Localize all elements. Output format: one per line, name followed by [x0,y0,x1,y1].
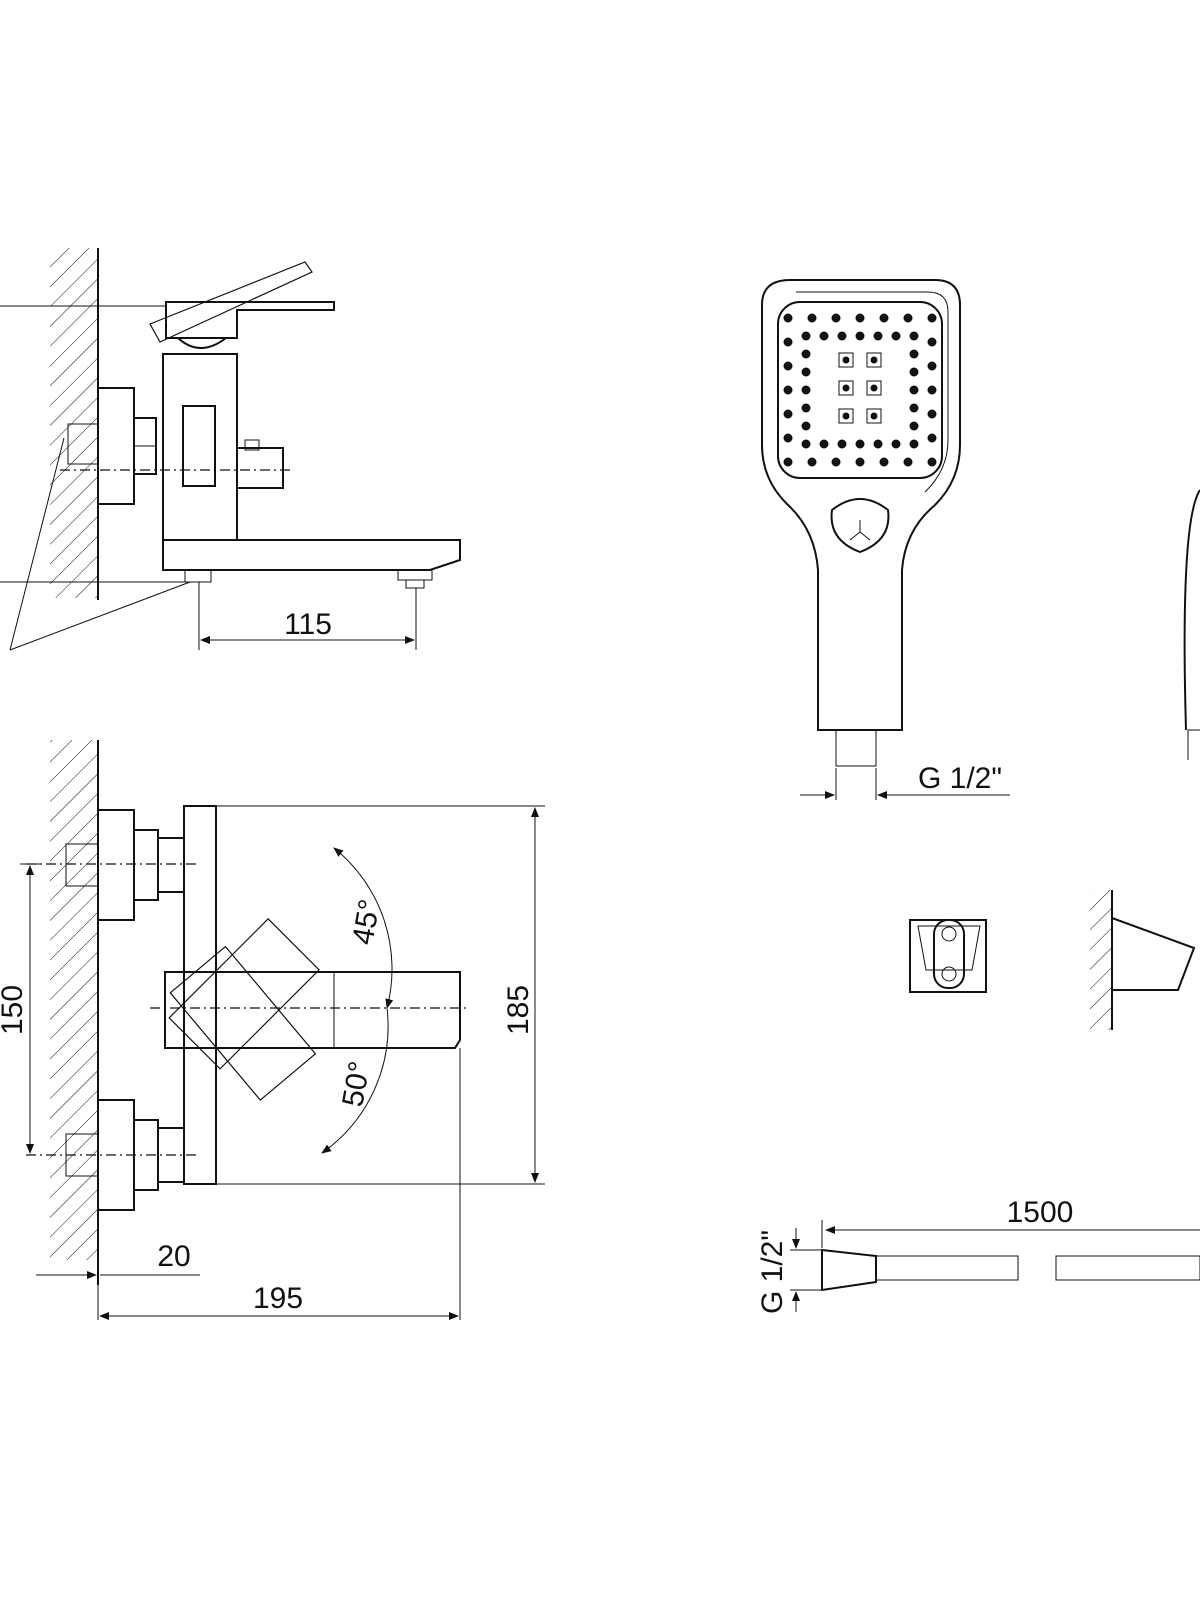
nozzle-dot [837,439,847,449]
nozzle-dot [819,331,829,341]
nozzle-dot [879,313,889,323]
nozzle-dot [927,457,937,467]
nozzle-dot [807,313,817,323]
nozzle-dot [783,457,793,467]
nozzle-dot [783,361,793,371]
nozzle-dot [819,439,829,449]
nozzle-dot [801,403,811,413]
nozzle-dot [801,367,811,377]
hand-shower: G 1/2" [761,279,1200,800]
nozzle-dot [783,385,793,395]
nozzle-square [866,408,882,424]
nozzle-square [838,408,854,424]
mixer-top-view: 45° 50° 150 185 20 195 [0,740,545,1320]
nozzle-dot [909,349,919,359]
dim-hose-length: 1500 [1007,1196,1074,1229]
nozzle-dot [801,439,811,449]
dim-handshower-thread: G 1/2" [918,762,1002,795]
nozzle-dot [801,421,811,431]
nozzle-dot [801,349,811,359]
nozzle-dot [927,385,937,395]
nozzle-dot [873,439,883,449]
dim-wall-offset: 20 [157,1240,190,1273]
nozzle-dot [783,337,793,347]
nozzle-dot [801,385,811,395]
nozzle-dot [909,403,919,413]
nozzle-center-dot [842,384,850,392]
nozzle-dot [903,313,913,323]
nozzle-square [866,380,882,396]
nozzle-dot [783,409,793,419]
mixer-side-view: 115 [0,248,461,651]
nozzle-dot [855,331,865,341]
nozzle-square [838,352,854,368]
nozzle-dot [909,331,919,341]
nozzle-dot [891,331,901,341]
dim-spout-reach: 115 [284,608,332,641]
dim-inlet-spacing: 150 [0,985,29,1035]
nozzle-dot [909,367,919,377]
nozzle-center-dot [842,356,850,364]
nozzle-dot [873,331,883,341]
nozzle-center-dot [870,384,878,392]
nozzle-dot [831,457,841,467]
nozzle-dot [801,331,811,341]
nozzle-dot [855,313,865,323]
nozzle-dot [903,457,913,467]
nozzle-dot [783,313,793,323]
dim-hose-thread: G 1/2" [756,1230,789,1314]
shower-holder [909,890,1196,1030]
dim-angle-left: 50° [336,1059,376,1109]
nozzle-dot [927,433,937,443]
nozzle-dot [831,313,841,323]
nozzle-dot [927,409,937,419]
nozzle-center-dot [870,412,878,420]
nozzle-dot [927,361,937,371]
nozzle-dot [807,457,817,467]
shower-hose: 1500 G 1/2" [756,1196,1200,1314]
nozzle-dot [891,439,901,449]
nozzle-dot [855,439,865,449]
nozzle-dot [927,337,937,347]
nozzle-center-dot [870,356,878,364]
nozzle-dot [927,313,937,323]
nozzle-grid [783,313,937,467]
nozzle-dot [855,457,865,467]
nozzle-dot [837,331,847,341]
dim-overall-depth: 195 [253,1282,303,1315]
nozzle-dot [909,385,919,395]
nozzle-dot [879,457,889,467]
dim-overall-height: 185 [502,985,535,1035]
nozzle-dot [909,439,919,449]
nozzle-center-dot [842,412,850,420]
nozzle-square [866,352,882,368]
nozzle-square [838,380,854,396]
nozzle-dot [909,421,919,431]
dim-angle-right: 45° [346,897,386,947]
nozzle-dot [783,433,793,443]
